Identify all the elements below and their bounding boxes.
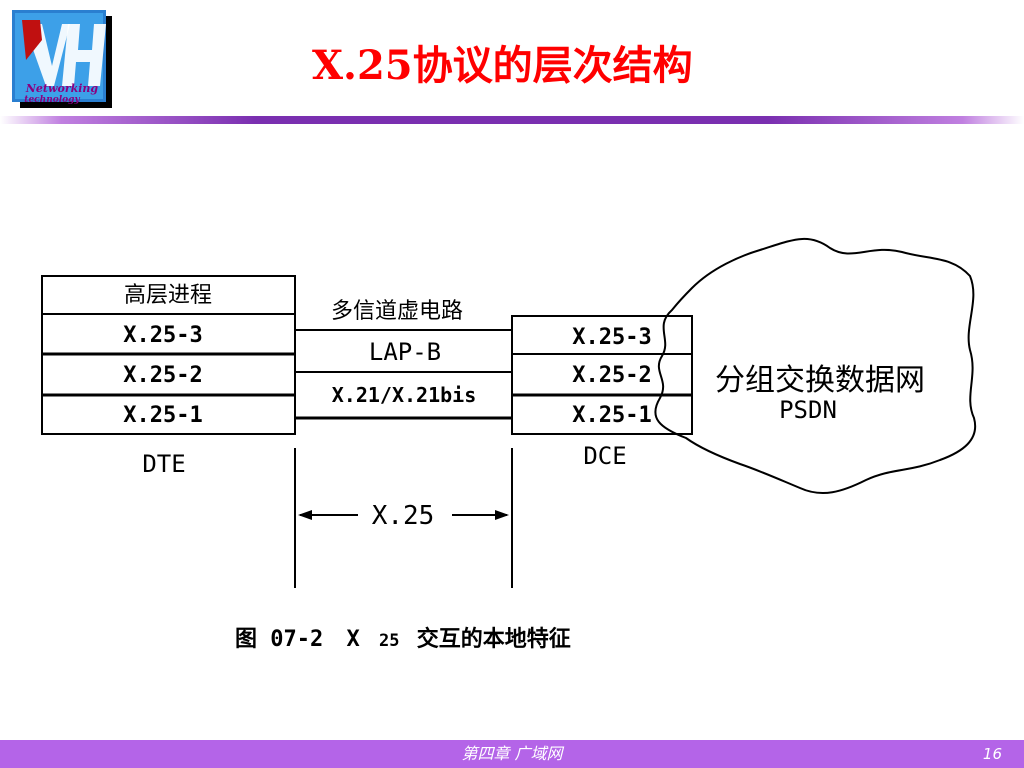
psdn-abbr: PSDN: [779, 396, 837, 424]
caption-num: 25: [379, 631, 399, 651]
physical-label: X.21/X.21bis: [332, 383, 477, 407]
footer-chapter: 第四章 广域网: [461, 744, 563, 763]
title-divider: [0, 116, 1024, 124]
dte-layer-3: X.25-3: [123, 323, 202, 348]
dte-layer-high: 高层进程: [124, 283, 212, 308]
dte-layer-2: X.25-2: [123, 363, 202, 388]
dce-layer-1: X.25-1: [572, 403, 651, 428]
dce-stack: X.25-3 X.25-2 X.25-1: [511, 315, 693, 435]
dte-stack: 高层进程 X.25-3 X.25-2 X.25-1: [41, 275, 296, 435]
logo-line1: Networking: [25, 82, 99, 95]
dce-layer-2: X.25-2: [572, 363, 651, 388]
page-number: 16: [982, 745, 1002, 763]
caption-prefix: 图 07-2: [235, 627, 323, 652]
x25-diagram: 高层进程 X.25-3 X.25-2 X.25-1 DTE 多信道虚电路 LAP…: [41, 237, 977, 652]
footer-bar: 第四章 广域网 16: [0, 740, 1024, 768]
dte-label: DTE: [142, 450, 185, 478]
psdn-name: 分组交换数据网: [715, 363, 925, 398]
caption-rest: 交互的本地特征: [417, 626, 571, 652]
dce-layer-3: X.25-3: [572, 325, 651, 350]
figure-caption: 图 07-2 X 25 交互的本地特征: [235, 626, 571, 652]
psdn-cloud: [654, 237, 977, 495]
x25-interface-marker: [294, 448, 513, 588]
lapb-label: LAP-B: [369, 338, 441, 366]
virtual-circuit-label: 多信道虚电路: [331, 299, 463, 324]
dce-label: DCE: [583, 442, 626, 470]
caption-x: X: [346, 627, 359, 652]
interface-label: X.25: [372, 501, 435, 531]
link-lines: [295, 329, 512, 420]
slide-title: X.25协议的层次结构: [312, 42, 693, 89]
logo-line2: technology: [24, 95, 80, 105]
dte-layer-1: X.25-1: [123, 403, 202, 428]
vh-logo: Networking technology: [12, 10, 112, 108]
